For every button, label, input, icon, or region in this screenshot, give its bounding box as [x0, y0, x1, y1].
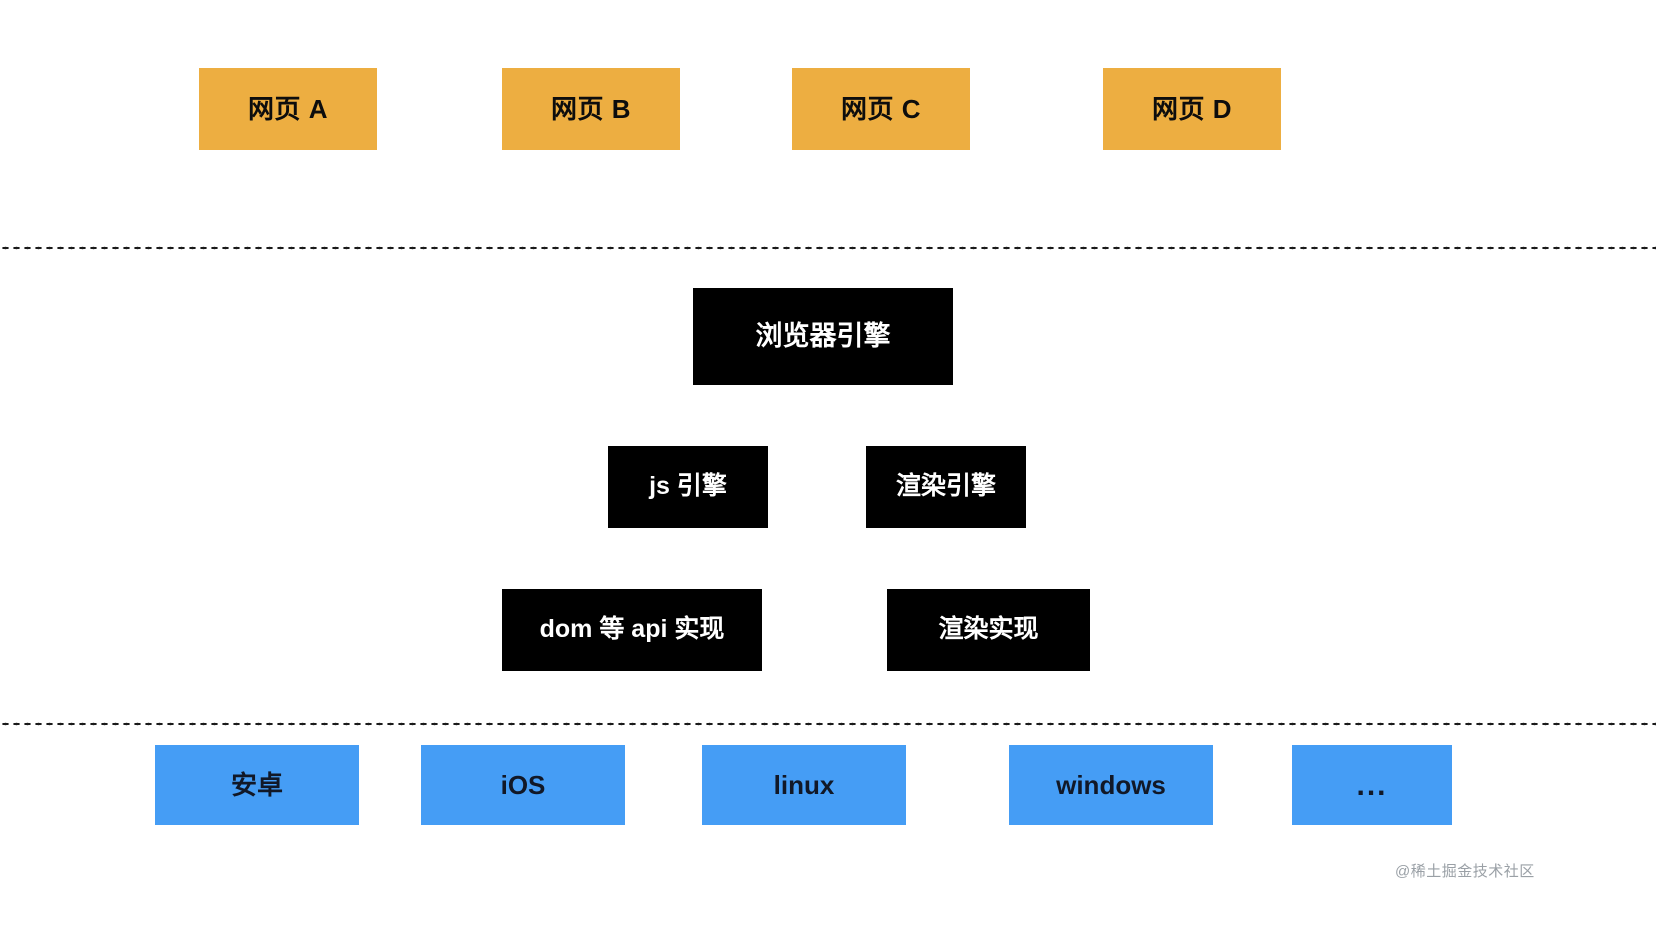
- node-label: 网页 C: [840, 93, 921, 124]
- node-os-linux[interactable]: linux: [702, 745, 906, 825]
- node-label: 网页 D: [1151, 93, 1232, 124]
- divider-pages-engine: [0, 246, 1656, 250]
- node-label: dom 等 api 实现: [539, 615, 725, 644]
- node-web-page-a[interactable]: 网页 A: [199, 68, 377, 150]
- watermark-text: @稀土掘金技术社区: [1395, 863, 1535, 880]
- node-os-ios[interactable]: iOS: [421, 745, 625, 825]
- node-web-page-d[interactable]: 网页 D: [1103, 68, 1281, 150]
- node-label: linux: [773, 769, 835, 800]
- node-os-more[interactable]: ...: [1292, 745, 1452, 825]
- node-web-page-b[interactable]: 网页 B: [502, 68, 680, 150]
- node-web-page-c[interactable]: 网页 C: [792, 68, 970, 150]
- node-label: windows: [1056, 769, 1166, 800]
- node-label: iOS: [500, 769, 546, 800]
- node-label: 浏览器引擎: [755, 320, 891, 351]
- node-label: 安卓: [230, 769, 283, 800]
- node-os-android[interactable]: 安卓: [155, 745, 359, 825]
- node-label: 网页 B: [550, 93, 631, 124]
- node-render-implementation[interactable]: 渲染实现: [887, 589, 1090, 671]
- node-js-engine[interactable]: js 引擎: [608, 446, 768, 528]
- node-dom-api-implementation[interactable]: dom 等 api 实现: [502, 589, 762, 671]
- node-label: 渲染实现: [938, 615, 1039, 644]
- node-label: 网页 A: [247, 93, 328, 124]
- node-label: 渲染引擎: [895, 472, 996, 501]
- node-render-engine[interactable]: 渲染引擎: [866, 446, 1026, 528]
- node-label: ...: [1356, 768, 1388, 802]
- node-os-windows[interactable]: windows: [1009, 745, 1213, 825]
- node-browser-engine[interactable]: 浏览器引擎: [693, 288, 953, 385]
- divider-engine-os: [0, 722, 1656, 726]
- node-label: js 引擎: [649, 472, 727, 501]
